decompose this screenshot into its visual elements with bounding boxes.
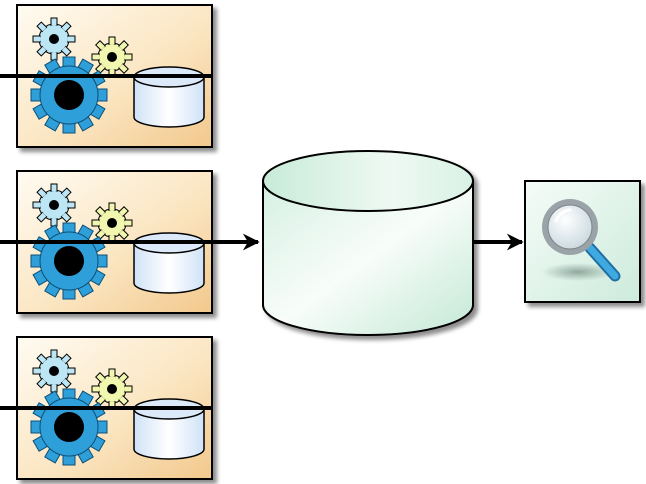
magnifier-icon bbox=[542, 199, 621, 282]
central-database bbox=[262, 150, 474, 336]
